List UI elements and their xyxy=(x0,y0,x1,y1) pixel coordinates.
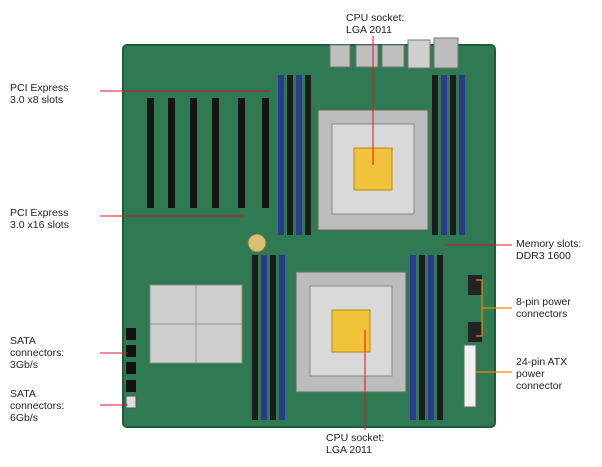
label-memory-line1: Memory slots: xyxy=(516,238,582,250)
label-power8-line1: 8-pin power xyxy=(516,296,571,308)
label-sata6: SATA connectors: 6Gb/s xyxy=(10,388,64,424)
dimm-group-top-right xyxy=(432,75,465,235)
label-pcie-x16: PCI Express 3.0 x16 slots xyxy=(10,207,69,231)
label-memory-line2: DDR3 1600 xyxy=(516,250,571,262)
label-power8: 8-pin power connectors xyxy=(516,296,571,320)
label-cpu-bottom-line1: CPU socket: xyxy=(326,432,385,444)
power-24pin xyxy=(463,344,477,408)
label-sata6-line1: SATA xyxy=(10,388,36,400)
label-cpu-bottom: CPU socket: LGA 2011 xyxy=(326,432,384,456)
label-pcie-x8-line1: PCI Express xyxy=(10,82,69,94)
label-sata3-line2: connectors: xyxy=(10,347,65,359)
io-port xyxy=(329,44,351,68)
label-cpu-bottom-line2: LGA 2011 xyxy=(326,444,372,456)
label-sata6-line2: connectors: xyxy=(10,400,65,412)
dimm-group-bottom-left xyxy=(252,255,285,420)
io-port xyxy=(355,44,379,68)
label-pcie-x16-line1: PCI Express xyxy=(10,207,69,219)
power-pointers xyxy=(476,279,512,373)
label-atx24: 24-pin ATX power connector xyxy=(516,356,567,392)
sata-connectors xyxy=(125,328,137,409)
dimm-group-bottom-right xyxy=(410,255,443,420)
label-sata3-line3: 3Gb/s xyxy=(10,359,39,371)
label-sata6-line3: 6Gb/s xyxy=(10,412,39,424)
pointer-lines xyxy=(100,36,512,430)
label-atx24-line2: power xyxy=(516,368,545,380)
label-pcie-x16-line2: 3.0 x16 slots xyxy=(10,219,69,231)
chipset-heatsink xyxy=(149,284,243,364)
cmos-battery xyxy=(247,233,267,253)
label-cpu-top-line2: LGA 2011 xyxy=(346,24,392,36)
label-sata3: SATA connectors: 3Gb/s xyxy=(10,335,64,371)
pcie-slots xyxy=(147,98,269,208)
io-port xyxy=(381,44,405,68)
dimm-group-top-left xyxy=(278,75,311,235)
label-sata3-line1: SATA xyxy=(10,335,36,347)
label-atx24-line1: 24-pin ATX xyxy=(516,356,568,368)
io-port xyxy=(407,39,431,69)
power-8pin-1 xyxy=(468,275,482,295)
label-pcie-x8: PCI Express 3.0 x8 slots xyxy=(10,82,68,106)
label-cpu-top: CPU socket: LGA 2011 xyxy=(346,12,404,36)
label-power8-line2: connectors xyxy=(516,308,568,320)
label-atx24-line3: connector xyxy=(516,380,563,392)
power-8pin-2 xyxy=(468,322,482,342)
label-pcie-x8-line2: 3.0 x8 slots xyxy=(10,94,64,106)
label-memory: Memory slots: DDR3 1600 xyxy=(516,238,581,262)
cpu-socket-2 xyxy=(295,271,407,393)
io-port xyxy=(433,37,459,69)
label-cpu-top-line1: CPU socket: xyxy=(346,12,405,24)
